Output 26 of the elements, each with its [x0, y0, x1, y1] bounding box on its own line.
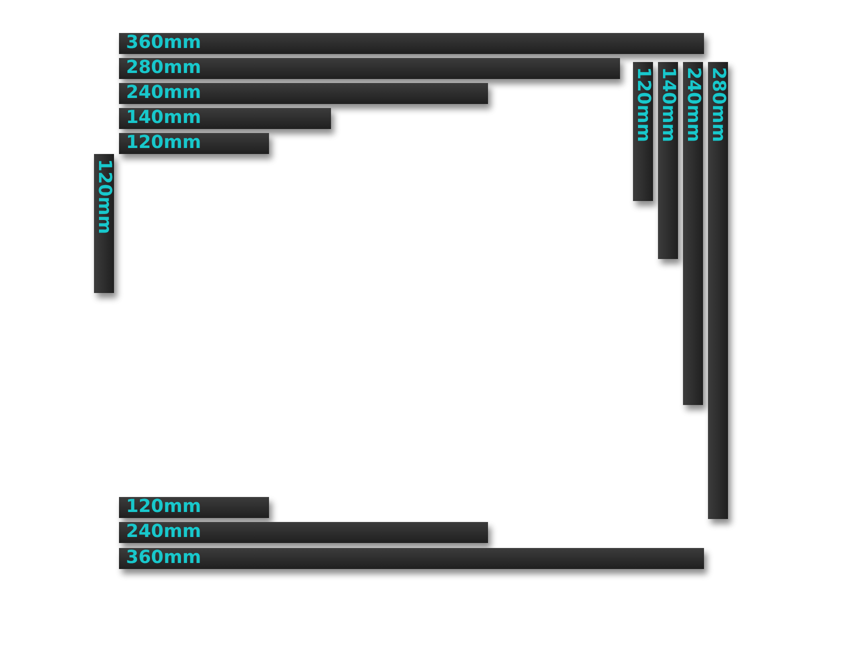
- size-label: 120mm: [126, 497, 202, 517]
- size-label: 120mm: [126, 133, 202, 153]
- size-bar: [119, 33, 704, 54]
- size-bar: [119, 58, 620, 79]
- size-bar: [94, 154, 114, 293]
- size-label: 240mm: [126, 83, 202, 103]
- size-bar: [119, 133, 269, 154]
- size-bar: [119, 83, 488, 104]
- size-bar: [119, 497, 269, 518]
- size-label: 360mm: [126, 548, 202, 568]
- size-bar: [119, 108, 331, 129]
- size-bar: [708, 62, 728, 519]
- size-bar: [119, 522, 488, 543]
- size-label: 120mm: [94, 159, 114, 234]
- size-bar: [683, 62, 703, 405]
- size-label: 280mm: [708, 67, 728, 142]
- size-bar: [658, 62, 678, 259]
- size-label: 140mm: [658, 67, 678, 142]
- size-label: 140mm: [126, 108, 202, 128]
- size-label: 360mm: [126, 33, 202, 53]
- size-label: 120mm: [633, 67, 653, 142]
- size-bar: [119, 548, 704, 569]
- size-bar: [633, 62, 653, 201]
- size-label: 280mm: [126, 58, 202, 78]
- size-label: 240mm: [126, 522, 202, 542]
- size-label: 240mm: [683, 67, 703, 142]
